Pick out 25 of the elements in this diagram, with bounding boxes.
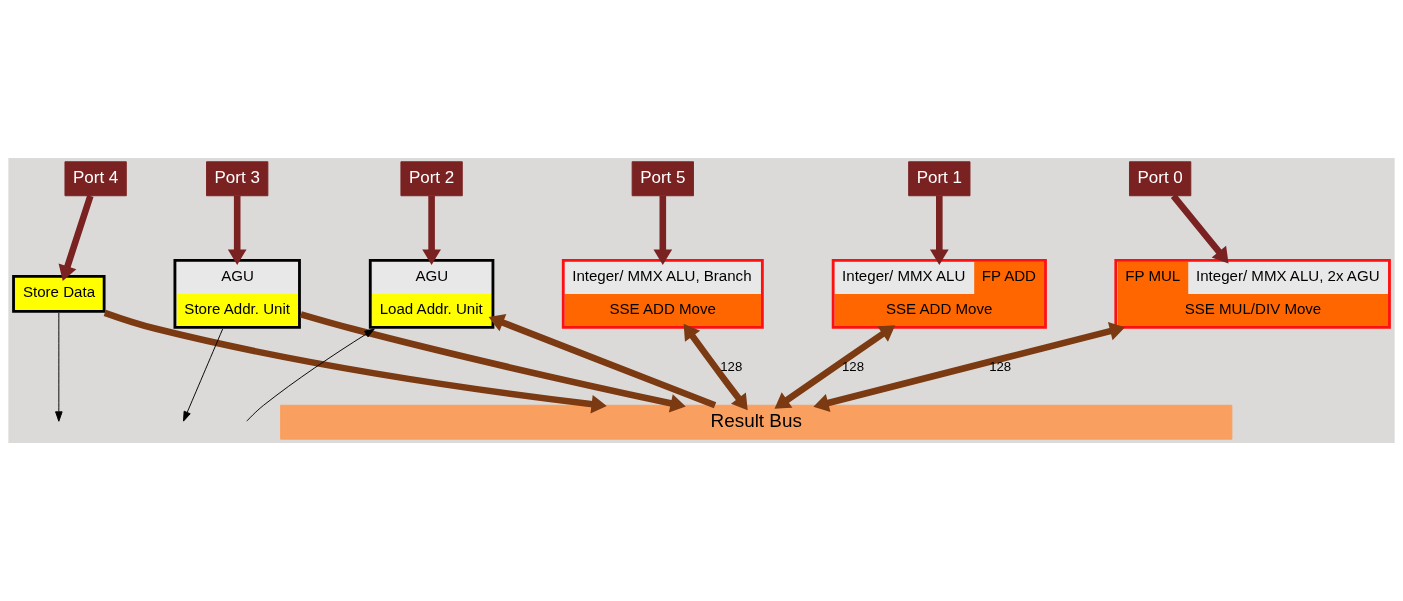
arrow — [813, 322, 1126, 413]
arrow — [300, 311, 686, 413]
arrow — [774, 325, 896, 409]
edge-label: 128 — [989, 358, 1012, 374]
arrow — [183, 328, 224, 422]
node-box: Port 2 — [400, 161, 463, 197]
arrow — [422, 195, 441, 265]
node-box: Port 0 — [1129, 161, 1192, 197]
arrow — [488, 313, 717, 409]
edge-label: 128 — [720, 358, 743, 374]
arrow — [653, 195, 673, 265]
node-box: Result Bus — [280, 404, 1233, 440]
arrow — [58, 194, 94, 281]
arrow — [55, 312, 63, 422]
arrow — [1170, 193, 1229, 264]
arrow — [246, 328, 375, 422]
node-box: Port 1 — [908, 161, 971, 197]
arrow — [227, 195, 247, 265]
edge-label: 128 — [841, 358, 864, 374]
arrow — [683, 323, 748, 411]
arrow — [929, 195, 949, 265]
node-box: Port 3 — [206, 161, 269, 197]
arrow — [103, 309, 607, 414]
node-box: Port 5 — [631, 161, 694, 197]
node-box: Port 4 — [64, 161, 127, 197]
